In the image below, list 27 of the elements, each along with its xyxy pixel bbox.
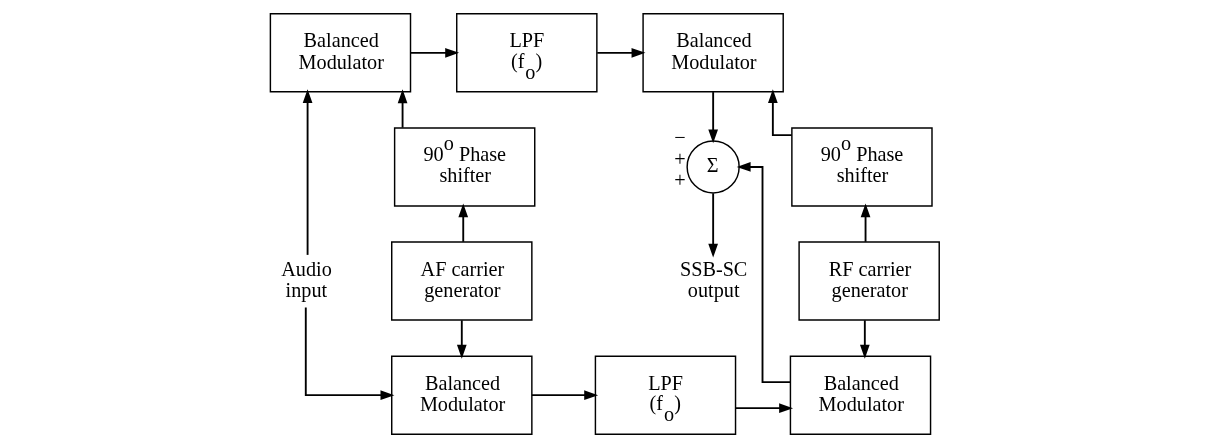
node-box: RF carrier generator bbox=[798, 241, 940, 321]
node-box: Balanced Modulator bbox=[391, 355, 533, 435]
node-label: + bbox=[674, 147, 686, 170]
arrow bbox=[708, 91, 718, 144]
node-label: + bbox=[674, 169, 686, 192]
arrow bbox=[530, 390, 599, 401]
arrow bbox=[409, 47, 460, 58]
arrow bbox=[397, 89, 408, 129]
node-box: AF carrier generator bbox=[391, 241, 533, 321]
arrow bbox=[458, 203, 469, 243]
arrow bbox=[734, 403, 794, 414]
arrow bbox=[736, 162, 792, 384]
arrow bbox=[768, 89, 793, 137]
arrow bbox=[859, 319, 870, 359]
arrow bbox=[302, 89, 313, 256]
arrow bbox=[860, 203, 871, 243]
arrow bbox=[596, 47, 646, 58]
node-box: Balanced Modulator bbox=[789, 355, 932, 435]
arrow bbox=[456, 319, 467, 359]
node-box: Balanced Modulator bbox=[269, 13, 412, 93]
node-label: − bbox=[674, 126, 686, 149]
arrow bbox=[708, 192, 718, 258]
node-circle: Σ bbox=[686, 140, 740, 194]
node-text: Audio input bbox=[281, 257, 332, 302]
node-box: Balanced Modulator bbox=[642, 13, 784, 93]
arrow bbox=[304, 306, 395, 401]
node-text: SSB-SC output bbox=[679, 257, 748, 302]
